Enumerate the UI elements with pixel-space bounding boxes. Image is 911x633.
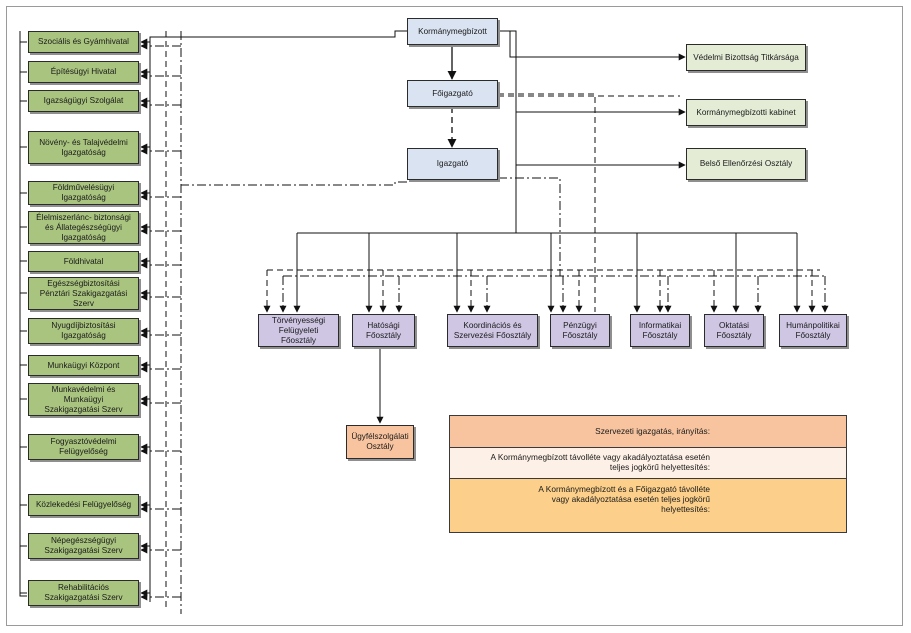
- left-office-label: Munkavédelmi és Munkaügyi Szakigazgatási…: [44, 384, 123, 414]
- line-dashdot-from-igazgato: [498, 177, 561, 276]
- left-office-9: Munkaügyi Központ: [28, 355, 139, 376]
- department-label: Humánpolitikai Főosztály: [786, 320, 840, 340]
- left-office-8: Nyugdíjbiztosítási Igazgatóság: [28, 318, 139, 344]
- foigazgato-label: Főigazgató: [432, 88, 473, 98]
- left-office-4: Földművelésügyi Igazgatóság: [28, 181, 139, 205]
- left-office-label: Földművelésügyi Igazgatóság: [52, 183, 115, 202]
- department-2: Koordinációs és Szervezési Főosztály: [447, 314, 538, 347]
- left-office-2: Igazságügyi Szolgálat: [28, 90, 139, 112]
- left-office-1: Építésügyi Hivatal: [28, 61, 139, 83]
- department-3: Pénzügyi Főosztály: [550, 314, 610, 347]
- left-office-11: Fogyasztóvédelmi Felügyelőség: [28, 434, 139, 460]
- left-office-12: Közlekedési Felügyelőség: [28, 494, 139, 516]
- legend-dashdot-text: A Kormánymegbízott és a Főigazgató távol…: [538, 484, 710, 514]
- department-4: Informatikai Főosztály: [630, 314, 690, 347]
- left-office-0: Szociális és Gyámhivatal: [28, 31, 139, 53]
- left-office-14: Rehabilitációs Szakigazgatási Szerv: [28, 580, 139, 606]
- line-left-outer: [19, 31, 27, 597]
- ugyfelszolgalati-box: Ügyfélszolgálati Osztály: [346, 425, 414, 459]
- line-left-solid-trunk: [149, 30, 407, 602]
- department-6: Humánpolitikai Főosztály: [779, 314, 847, 347]
- belso-label: Belső Ellenőrzési Osztály: [699, 159, 793, 168]
- department-label: Pénzügyi Főosztály: [562, 320, 598, 340]
- kormanybiztos-box: Kormánymegbízott: [407, 18, 498, 45]
- legend-row-dashed: A Kormánymegbízott távolléte vagy akadál…: [450, 447, 846, 478]
- left-office-label: Növény- és Talajvédelmi Igazgatóság: [39, 137, 128, 157]
- line-kb-trunk: [498, 30, 517, 165]
- left-office-label: Élelmiszerlánc- biztonsági és Állategész…: [36, 212, 131, 242]
- department-0: Törvényességi Felügyeleti Főosztály: [258, 314, 339, 347]
- legend-dashed-text: A Kormánymegbízott távolléte vagy akadál…: [490, 452, 710, 472]
- legend-row-solid: Szervezeti igazgatás, irányítás:: [450, 416, 846, 447]
- department-label: Oktatási Főosztály: [716, 320, 752, 340]
- vbt-label: Védelmi Bizottság Titkársága: [693, 52, 799, 62]
- left-office-label: Építésügyi Hivatal: [50, 67, 117, 76]
- left-office-label: Közlekedési Felügyelőség: [35, 500, 132, 509]
- department-label: Koordinációs és Szervezési Főosztály: [453, 320, 532, 340]
- legend: Szervezeti igazgatás, irányítás: A Kormá…: [449, 415, 847, 533]
- left-office-label: Szociális és Gyámhivatal: [37, 37, 129, 46]
- left-office-7: Egészségbiztosítási Pénztári Szakigazgat…: [28, 277, 139, 310]
- left-office-label: Népegészségügyi Szakigazgatási Szerv: [44, 536, 123, 555]
- department-1: Hatósági Főosztály: [352, 314, 415, 347]
- left-office-5: Élelmiszerlánc- biztonsági és Állategész…: [28, 211, 139, 244]
- belso-box: Belső Ellenőrzési Osztály: [686, 148, 806, 180]
- left-office-3: Növény- és Talajvédelmi Igazgatóság: [28, 131, 139, 164]
- left-office-label: Rehabilitációs Szakigazgatási Szerv: [44, 583, 123, 602]
- left-office-13: Népegészségügyi Szakigazgatási Szerv: [28, 533, 139, 559]
- department-5: Oktatási Főosztály: [704, 314, 764, 347]
- diagram-frame: [6, 6, 903, 626]
- igazgato-box: Igazgató: [407, 148, 498, 180]
- legend-row-dashdot: A Kormánymegbízott és a Főigazgató távol…: [450, 478, 846, 532]
- line-foig-dashed: [498, 93, 596, 312]
- left-office-6: Földhivatal: [28, 251, 139, 272]
- left-office-10: Munkavédelmi és Munkaügyi Szakigazgatási…: [28, 383, 139, 416]
- department-label: Informatikai Főosztály: [638, 320, 682, 340]
- foigazgato-box: Főigazgató: [407, 80, 498, 107]
- left-office-label: Nyugdíjbiztosítási Igazgatóság: [51, 321, 116, 340]
- igazgato-label: Igazgató: [436, 159, 469, 168]
- kabinet-label: Kormánymegbízotti kabinet: [696, 107, 796, 117]
- kabinet-box: Kormánymegbízotti kabinet: [686, 99, 806, 126]
- left-office-label: Egészségbiztosítási Pénztári Szakigazgat…: [39, 278, 128, 308]
- left-office-label: Fogyasztóvédelmi Felügyelőség: [50, 437, 117, 456]
- ugyfelszolgalati-label: Ügyfélszolgálati Osztály: [351, 432, 409, 451]
- department-label: Hatósági Főosztály: [365, 320, 402, 340]
- line-igazgato-to-left: [181, 181, 407, 186]
- left-office-label: Földhivatal: [63, 256, 104, 266]
- line-to-vbt: [509, 31, 686, 61]
- left-office-label: Munkaügyi Központ: [47, 360, 120, 370]
- left-office-label: Igazságügyi Szolgálat: [43, 96, 124, 105]
- vbt-box: Védelmi Bizottság Titkársága: [686, 44, 806, 71]
- legend-solid-text: Szervezeti igazgatás, irányítás:: [595, 426, 710, 436]
- kormanybiztos-label: Kormánymegbízott: [418, 26, 487, 36]
- department-label: Törvényességi Felügyeleti Főosztály: [271, 315, 326, 345]
